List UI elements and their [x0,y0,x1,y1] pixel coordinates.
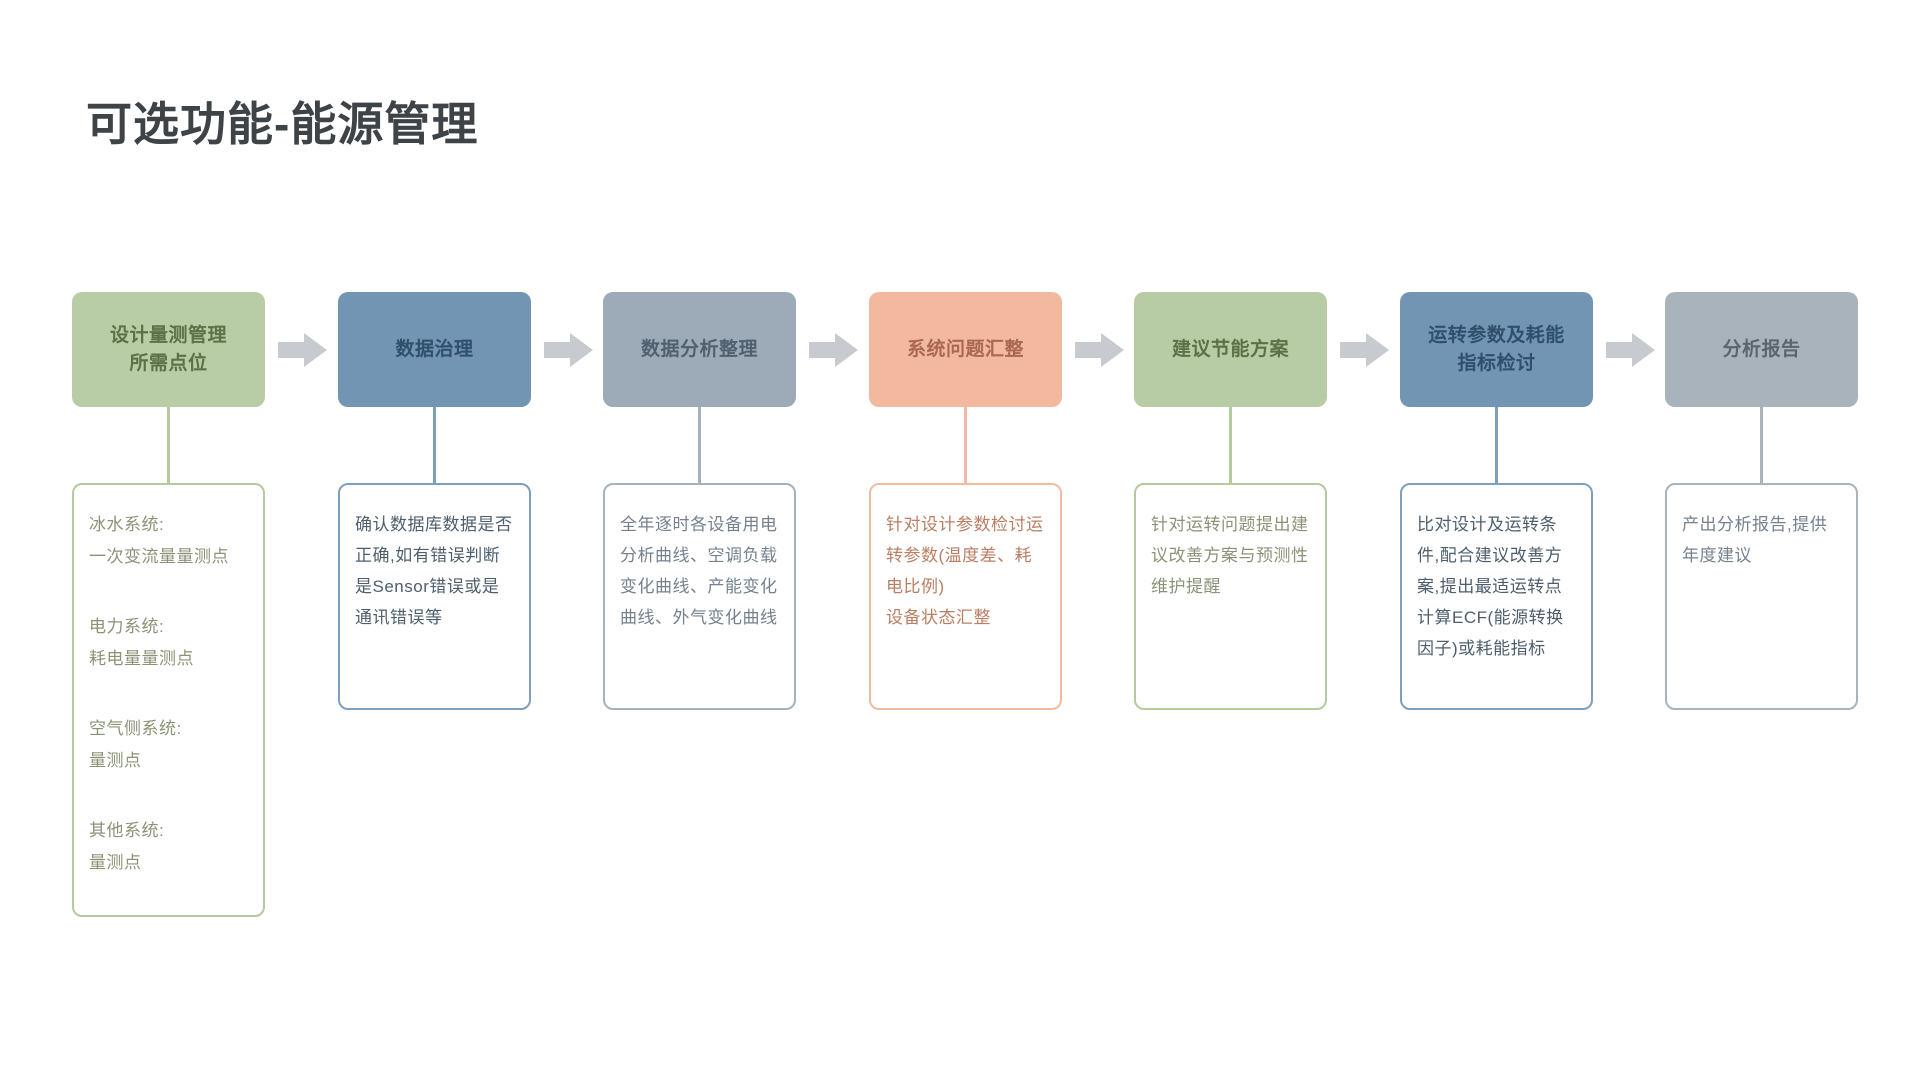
detail-card: 全年逐时各设备用电分析曲线、空调负载变化曲线、产能变化曲线、外气变化曲线 [603,483,796,710]
flow-step-label: 运转参数及耗能 指标检讨 [1428,324,1565,374]
detail-paragraph: 确认数据库数据是否正确,如有错误判断是Sensor错误或是通讯错误等 [355,515,513,627]
flow-step-box: 数据治理 [338,292,531,407]
arrow-right-icon [544,333,593,367]
flow-step-box: 设计量测管理 所需点位 [72,292,265,407]
arrow-right-icon [1075,333,1124,367]
flow-step-box: 建议节能方案 [1134,292,1327,407]
detail-paragraph: 电力系统: 耗电量量测点 [89,617,194,668]
detail-paragraph: 产出分析报告,提供年度建议 [1682,515,1828,565]
connector-line [433,407,436,483]
flow-step-label: 系统问题汇整 [906,338,1024,360]
page-title: 可选功能-能源管理 [86,98,479,150]
arrow-right-icon [1340,333,1389,367]
flow-column-data-governance: 数据治理 确认数据库数据是否正确,如有错误判断是Sensor错误或是通讯错误等 [338,292,531,710]
flow-step-label: 设计量测管理 所需点位 [109,324,227,374]
detail-card: 针对设计参数检讨运转参数(温度差、耗电比例) 设备状态汇整 [869,483,1062,710]
connector-line [964,407,967,483]
connector-line [167,407,170,483]
arrow-right-icon [1606,333,1655,367]
flow-step-label: 建议节能方案 [1171,338,1289,360]
flow-column-system-issues: 系统问题汇整 针对设计参数检讨运转参数(温度差、耗电比例) 设备状态汇整 [869,292,1062,710]
flow-step-box: 系统问题汇整 [869,292,1062,407]
connector-line [1229,407,1232,483]
flow-step-box: 运转参数及耗能 指标检讨 [1400,292,1593,407]
detail-paragraph: 冰水系统: 一次变流量量测点 [89,515,229,566]
detail-paragraph: 针对设计参数检讨运转参数(温度差、耗电比例) [886,515,1044,596]
detail-paragraph: 空气侧系统: 量测点 [89,719,182,770]
connector-line [1495,407,1498,483]
detail-paragraph: 比对设计及运转条件,配合建议改善方案,提出最适运转点 [1417,515,1563,596]
detail-card: 冰水系统: 一次变流量量测点 电力系统: 耗电量量测点 空气侧系统: 量测点 其… [72,483,265,917]
detail-paragraph: 全年逐时各设备用电分析曲线、空调负载变化曲线、产能变化曲线、外气变化曲线 [620,515,778,627]
detail-paragraph: 设备状态汇整 [886,608,991,627]
flow-step-label: 数据分析整理 [640,338,758,360]
flow-column-analysis-report: 分析报告 产出分析报告,提供年度建议 [1665,292,1858,710]
detail-card: 比对设计及运转条件,配合建议改善方案,提出最适运转点 计算ECF(能源转换因子)… [1400,483,1593,710]
arrow-right-icon [278,333,327,367]
detail-paragraph: 针对运转问题提出建议改善方案与预测性维护提醒 [1151,515,1309,596]
detail-paragraph: 计算ECF(能源转换因子)或耗能指标 [1417,608,1564,658]
detail-card: 确认数据库数据是否正确,如有错误判断是Sensor错误或是通讯错误等 [338,483,531,710]
flow-column-operating-parameters: 运转参数及耗能 指标检讨 比对设计及运转条件,配合建议改善方案,提出最适运转点 … [1400,292,1593,710]
flow-step-label: 数据治理 [395,338,474,360]
flow-step-box: 分析报告 [1665,292,1858,407]
connector-line [1760,407,1763,483]
detail-card: 针对运转问题提出建议改善方案与预测性维护提醒 [1134,483,1327,710]
detail-card: 产出分析报告,提供年度建议 [1665,483,1858,710]
flow-step-label: 分析报告 [1722,338,1801,360]
flow-column-design-points: 设计量测管理 所需点位 冰水系统: 一次变流量量测点 电力系统: 耗电量量测点 … [72,292,265,917]
detail-paragraph: 其他系统: 量测点 [89,821,165,872]
flow-step-box: 数据分析整理 [603,292,796,407]
flow-column-data-analysis: 数据分析整理 全年逐时各设备用电分析曲线、空调负载变化曲线、产能变化曲线、外气变… [603,292,796,710]
arrow-right-icon [809,333,858,367]
flow-column-energy-saving-proposal: 建议节能方案 针对运转问题提出建议改善方案与预测性维护提醒 [1134,292,1327,710]
connector-line [698,407,701,483]
